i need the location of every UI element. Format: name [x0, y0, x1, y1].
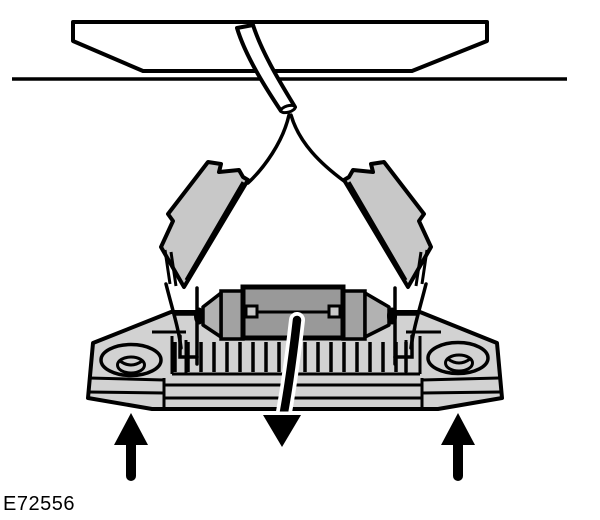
arrow-down-head — [263, 415, 301, 447]
festoon-bulb — [194, 284, 397, 341]
bulb-filament-contact-right — [327, 304, 342, 319]
screw-hole-left — [99, 342, 163, 378]
vehicle-panel — [71, 20, 489, 73]
bulb-tip-right — [387, 307, 397, 325]
connector-left — [159, 160, 250, 289]
wire-lower-left — [164, 282, 183, 350]
harness-wires — [164, 113, 428, 350]
conduit-tip — [279, 103, 297, 115]
wire-upper-right — [289, 113, 346, 183]
arrow-up-left — [114, 413, 148, 481]
bulb-glass-left — [219, 289, 245, 341]
wire-upper-left — [246, 113, 291, 185]
wiring-conduit — [235, 23, 297, 115]
bulb-filament-contact-left — [244, 304, 259, 319]
figure-id-label: E72556 — [3, 493, 75, 515]
connector-right — [342, 160, 433, 289]
wire-lower-right — [409, 282, 428, 350]
arrow-down-remove — [259, 312, 305, 451]
screw-hole-right — [426, 340, 490, 376]
bulb-tip-left — [194, 307, 204, 325]
arrow-up-right — [441, 413, 475, 481]
bulb-glass-right — [341, 289, 367, 341]
